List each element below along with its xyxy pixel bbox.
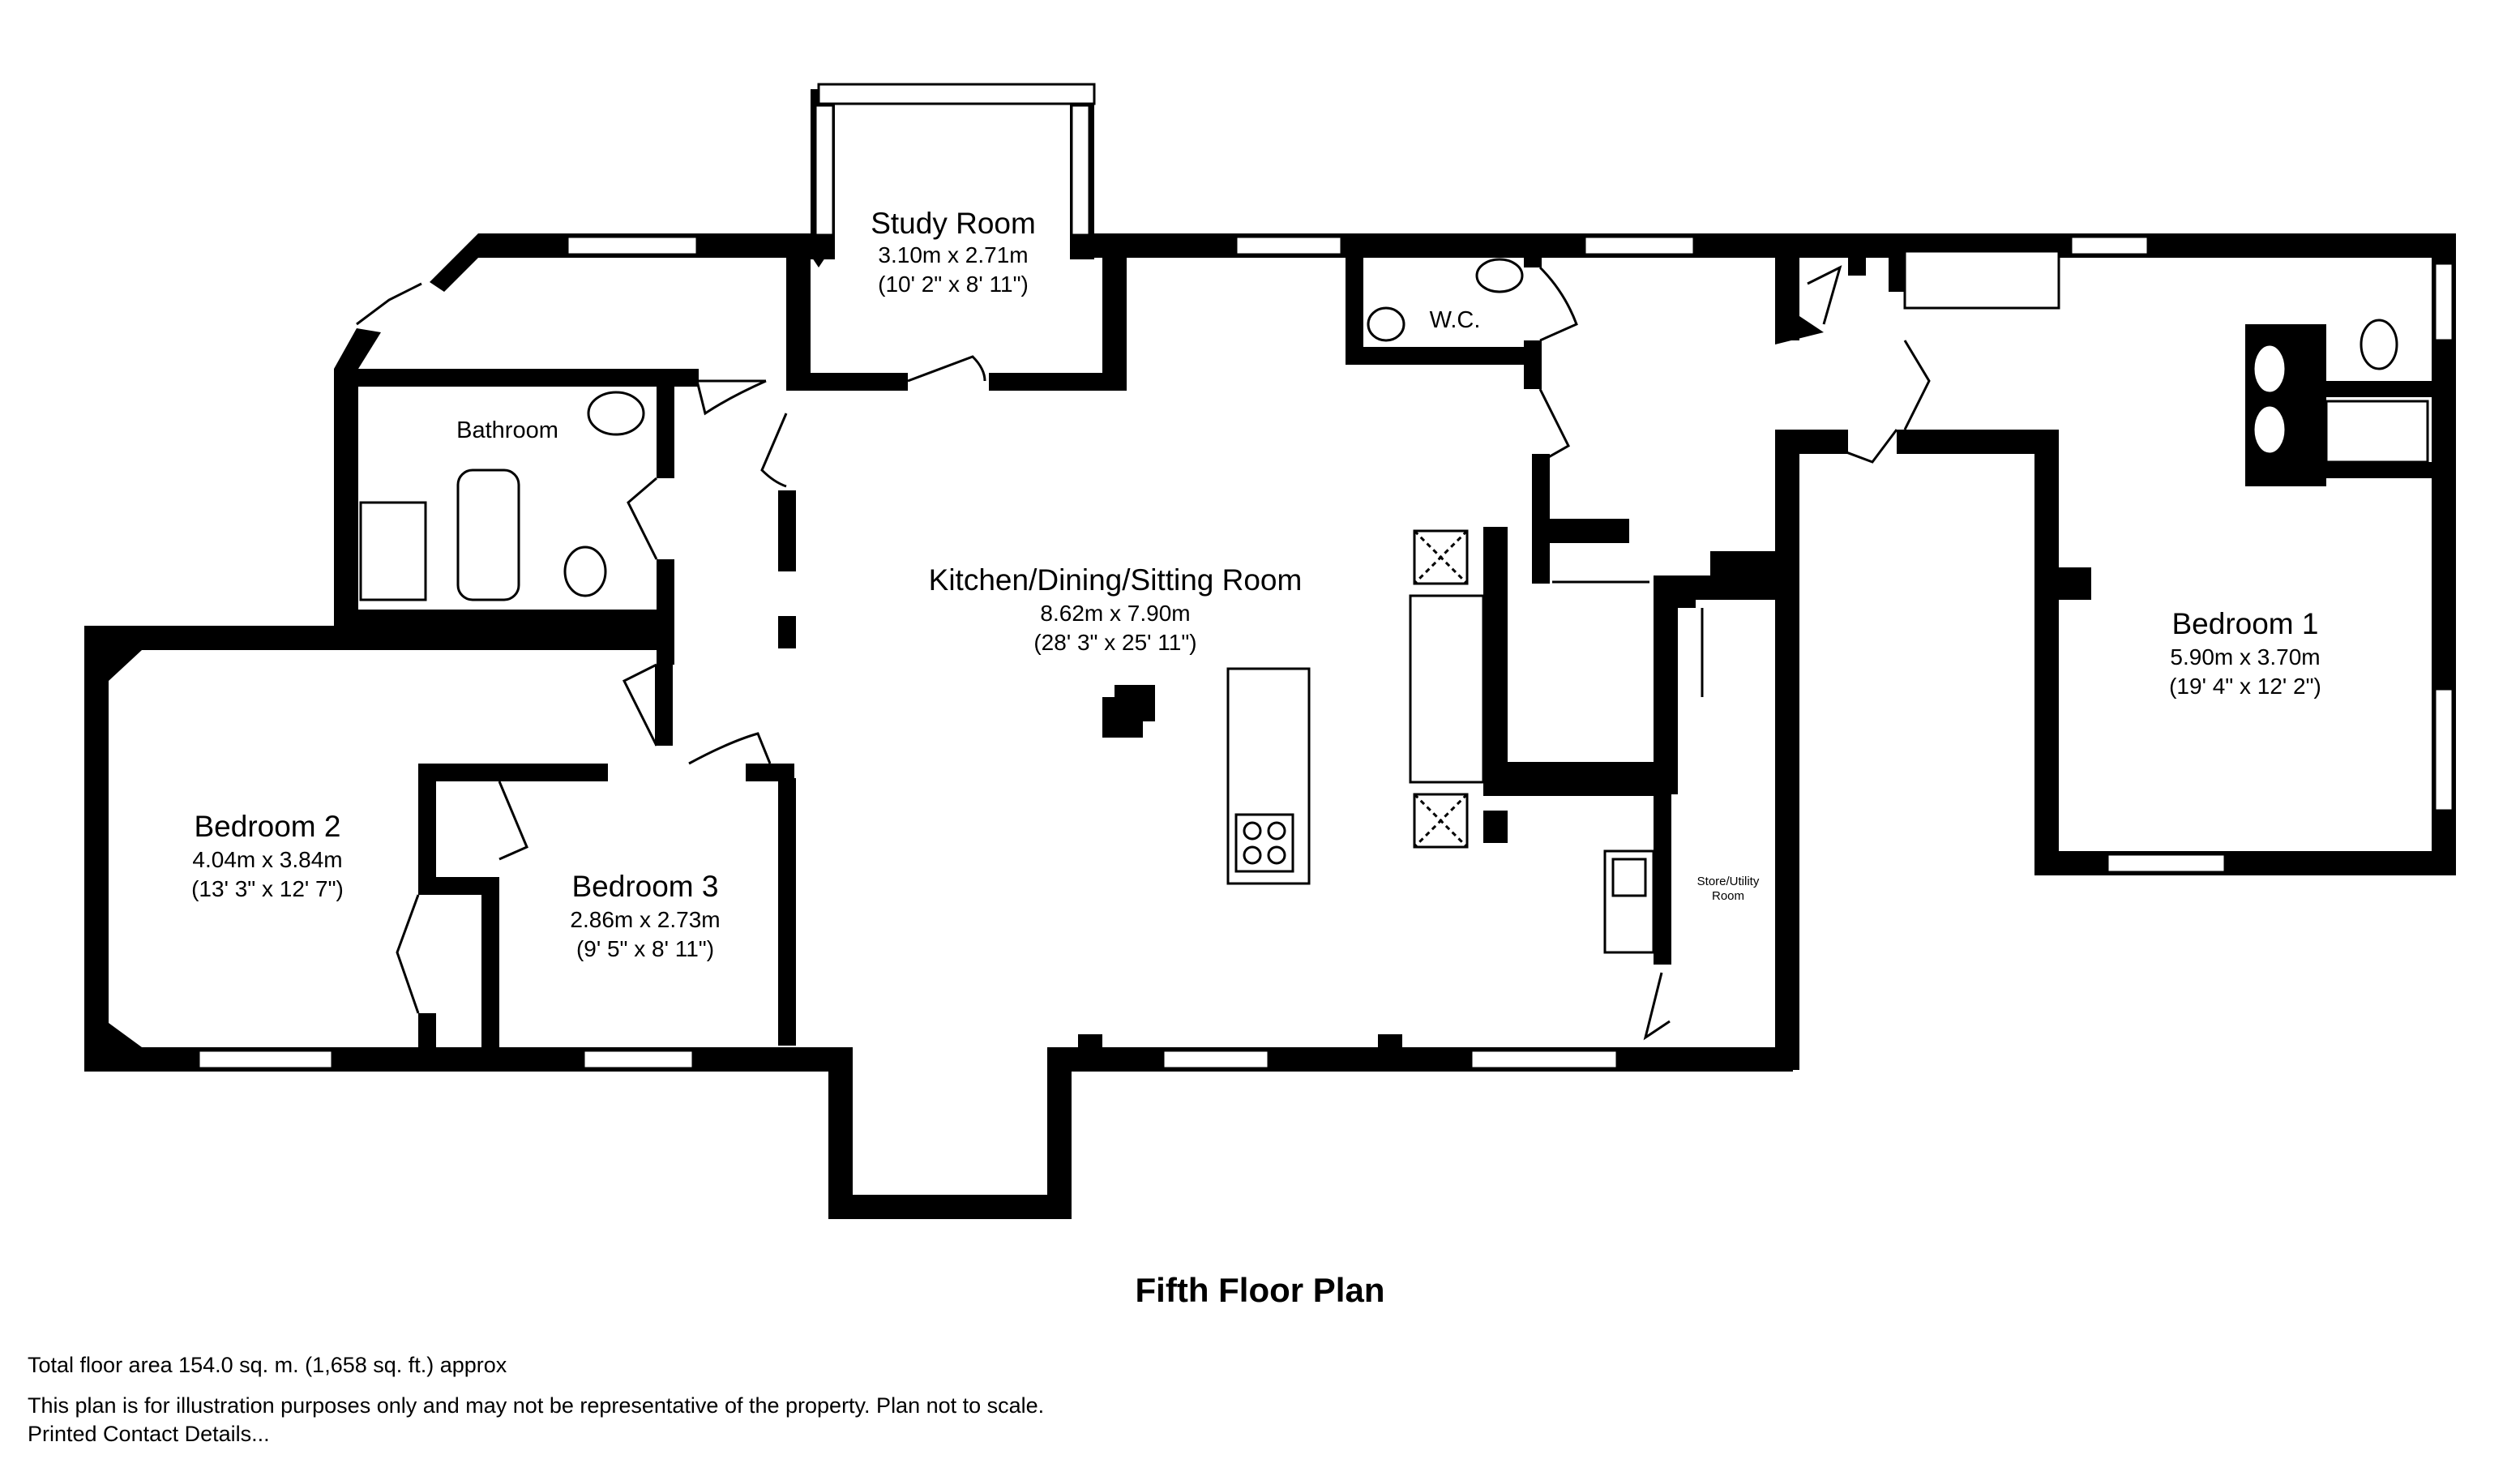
study-room-imperial: (10' 2" x 8' 11"): [878, 272, 1029, 297]
door-swing: [695, 379, 767, 416]
window: [1234, 235, 1343, 256]
contact-details: Printed Contact Details...: [28, 1422, 270, 1446]
hob-ring-icon: [1267, 821, 1286, 841]
kitchen-room-imperial: (28' 3" x 25' 11"): [1033, 630, 1196, 655]
window: [197, 1049, 334, 1070]
door-swing: [396, 894, 420, 1014]
wc-toilet-icon: [1367, 306, 1405, 342]
study-room-name: Study Room: [871, 207, 1036, 240]
door-swing: [907, 355, 986, 383]
window: [1070, 104, 1091, 237]
column-x-icon: [1413, 529, 1469, 585]
door-swing: [498, 781, 528, 861]
shower-tray-icon: [359, 501, 427, 601]
door-swing: [1807, 429, 1898, 464]
window: [566, 235, 699, 256]
disclaimer-note: This plan is for illustration purposes o…: [28, 1393, 1045, 1418]
column-x-icon: [1413, 793, 1469, 849]
washbasin-icon: [2252, 343, 2287, 395]
toilet-icon: [563, 546, 607, 597]
hob-ring-icon: [1243, 821, 1262, 841]
bathroom-name: Bathroom: [456, 417, 558, 443]
door-swing: [760, 413, 788, 488]
column: [1115, 685, 1155, 721]
bedroom1-imperial: (19' 4" x 12' 2"): [2169, 674, 2321, 699]
door-swing: [1903, 340, 1931, 430]
fixtures: [359, 250, 2429, 954]
sink-bowl-icon: [1611, 858, 1647, 897]
shower-tray-icon: [2325, 400, 2429, 464]
window: [582, 1049, 695, 1070]
washbasin-icon: [2252, 404, 2287, 456]
kitchen-room-name: Kitchen/Dining/Sitting Room: [929, 563, 1303, 597]
window: [814, 104, 835, 237]
bedroom2-metric: 4.04m x 3.84m: [192, 847, 342, 872]
bedroom2-name: Bedroom 2: [195, 810, 341, 843]
doors: [356, 265, 1931, 1041]
kitchen-room-metric: 8.62m x 7.90m: [1040, 601, 1190, 626]
walls: [84, 89, 2456, 1219]
bedroom3-imperial: (9' 5" x 8' 11"): [576, 936, 714, 961]
door-swing: [1807, 265, 1842, 325]
wc-toilet-icon: [1475, 258, 1524, 293]
bathtub-icon: [456, 469, 520, 601]
door-swing: [1538, 388, 1570, 464]
door-swing: [627, 477, 658, 560]
wardrobe-icon: [1903, 250, 2060, 310]
door-swing: [688, 732, 772, 765]
door-swing: [622, 663, 658, 747]
floor-area-note: Total floor area 154.0 sq. m. (1,658 sq.…: [28, 1353, 507, 1377]
washbasin-icon: [587, 391, 645, 436]
hob-ring-icon: [1267, 845, 1286, 865]
toilet-icon: [2360, 319, 2398, 370]
bedroom3-metric: 2.86m x 2.73m: [570, 907, 720, 932]
window: [2106, 853, 2227, 874]
door-swing: [1643, 972, 1671, 1041]
window: [1470, 1049, 1619, 1070]
bedroom1-metric: 5.90m x 3.70m: [2170, 644, 2320, 670]
wc-name: W.C.: [1430, 307, 1481, 333]
door-swing: [1538, 266, 1578, 342]
window: [1583, 235, 1696, 256]
store-room-name-line2: Room: [1712, 889, 1744, 903]
plan-title: Fifth Floor Plan: [1135, 1271, 1385, 1309]
bedroom2-imperial: (13' 3" x 12' 7"): [191, 876, 344, 901]
study-room-metric: 3.10m x 2.71m: [878, 242, 1028, 267]
door-swing: [356, 282, 422, 326]
hob-icon: [1234, 813, 1294, 873]
window: [2433, 262, 2454, 342]
store-room-name-line1: Store/Utility: [1697, 875, 1760, 888]
bedroom3-name: Bedroom 3: [572, 870, 719, 903]
bedroom1-name: Bedroom 1: [2172, 607, 2319, 640]
window: [2069, 235, 2150, 256]
window: [1162, 1049, 1270, 1070]
room-labels: Study Room 3.10m x 2.71m (10' 2" x 8' 11…: [191, 207, 2321, 961]
hob-ring-icon: [1243, 845, 1262, 865]
windows: [197, 83, 2454, 1070]
window: [2433, 687, 2454, 812]
kitchen-counter: [1409, 594, 1485, 784]
window: [817, 83, 1096, 105]
